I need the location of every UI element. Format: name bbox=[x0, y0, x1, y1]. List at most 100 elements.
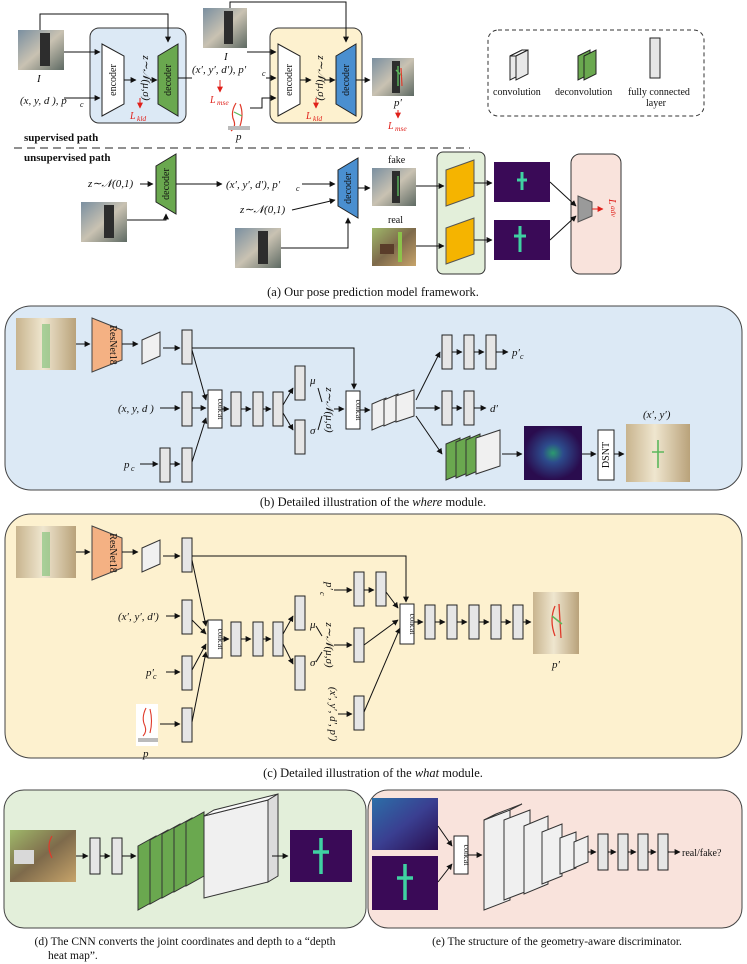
out-xyd-1-sub: c bbox=[262, 69, 266, 78]
where-out-pc: p′ bbox=[511, 347, 521, 359]
L-adv: L bbox=[606, 198, 617, 205]
input-image-2 bbox=[203, 8, 247, 48]
caption-d-line1: (d) The CNN converts the joint coordinat… bbox=[35, 936, 336, 948]
dsnt-label: DSNT bbox=[601, 442, 612, 468]
label-xyd-pc-sub: c bbox=[80, 100, 84, 109]
where-pc: p bbox=[123, 459, 130, 471]
label-p-prime: p′ bbox=[393, 97, 403, 109]
caption-b: (b) Detailed illustration of the where m… bbox=[260, 495, 486, 509]
fc-b-mu bbox=[294, 365, 306, 401]
fc-c-s3 bbox=[272, 621, 284, 657]
concat-c-1-label: concat bbox=[216, 629, 225, 651]
fc-c-pc bbox=[181, 655, 193, 691]
fc-c-pc-b bbox=[375, 571, 387, 607]
L-kld-2-sub: kld bbox=[313, 114, 322, 123]
L-mse-2: L bbox=[387, 121, 394, 132]
where-xyd: (x, y, d ) bbox=[118, 403, 154, 415]
L-kld-1: L bbox=[129, 111, 136, 122]
unsup-image-2 bbox=[235, 228, 281, 268]
what-out-p: p′ bbox=[551, 659, 561, 671]
concat-c-2 bbox=[399, 603, 415, 645]
fc-c-o5 bbox=[512, 604, 524, 640]
concat-b-1-label: concat bbox=[216, 399, 225, 421]
what-z: z∼𝒩(μ,σ) bbox=[323, 621, 335, 667]
panel-e: concat real/fake? (e) The structure of t… bbox=[367, 789, 743, 948]
resnet-c bbox=[91, 525, 123, 581]
fc-d-2 bbox=[111, 837, 123, 875]
what-in-pc: p′ bbox=[323, 581, 335, 591]
where-mu: μ bbox=[309, 375, 316, 387]
decoder-2 bbox=[335, 43, 357, 117]
gold-cnn-1 bbox=[445, 159, 475, 207]
fc-b-pc-1 bbox=[159, 447, 171, 483]
panel-b: ResNet18 (x, y, d ) p c concat μ σ z∼𝒩(μ… bbox=[4, 305, 743, 509]
where-heatmap bbox=[524, 426, 582, 480]
fc-b-s1 bbox=[230, 391, 242, 427]
fc-c-mu bbox=[294, 595, 306, 631]
fc-b-pc-out-3 bbox=[485, 334, 497, 370]
real-image bbox=[372, 228, 416, 266]
legend-convolution-label: convolution bbox=[493, 87, 541, 98]
where-pc-sub: c bbox=[131, 464, 135, 473]
conv-b-1 bbox=[141, 331, 161, 365]
fc-e-1 bbox=[597, 833, 609, 871]
caption-e: (e) The structure of the geometry-aware … bbox=[432, 936, 682, 948]
depth-heatmap-fake bbox=[494, 162, 550, 202]
legend-deconvolution-label: deconvolution bbox=[555, 87, 612, 98]
fc-c-z bbox=[353, 627, 365, 663]
panel-c: ResNet18 (x′, y′, d′) p′ c p concat bbox=[4, 513, 743, 780]
decoder-u1 bbox=[155, 153, 177, 215]
panel-c-bg bbox=[4, 513, 743, 759]
decoder-2-label: decoder bbox=[341, 64, 352, 96]
out-xyd-u-sub: c bbox=[296, 184, 300, 193]
legend-fc-swatch bbox=[649, 37, 661, 79]
discriminator-box bbox=[570, 153, 622, 275]
decoder-u1-label: decoder bbox=[161, 168, 172, 200]
fc-b-img bbox=[181, 329, 193, 365]
what-input-image bbox=[16, 526, 76, 578]
where-sigma: σ bbox=[310, 425, 316, 437]
what-pc: p′ bbox=[145, 667, 155, 679]
panel-d: (d) The CNN converts the joint coordinat… bbox=[3, 789, 367, 962]
depth-heatmap-d bbox=[290, 830, 352, 882]
input-image-top bbox=[18, 30, 64, 70]
where-out-pc-sub: c bbox=[520, 352, 524, 361]
resnet-b-label: ResNet18 bbox=[107, 325, 118, 364]
what-sigma: σ bbox=[310, 657, 316, 669]
what-xyd: (x′, y′, d′) bbox=[118, 611, 159, 623]
label-I: I bbox=[36, 73, 42, 85]
depth-heatmap-real bbox=[494, 220, 550, 260]
label-xyd-pc: (x, y, d ), p bbox=[20, 95, 67, 107]
legend-convolution-swatch bbox=[509, 49, 529, 81]
depth-map-e bbox=[372, 798, 438, 850]
z-prior-2: z∼𝒩(0,1) bbox=[239, 204, 285, 216]
decoder-u2 bbox=[337, 157, 359, 219]
fc-b-sigma bbox=[294, 419, 306, 455]
fc-c-o2 bbox=[446, 604, 458, 640]
dsnt-block bbox=[597, 429, 615, 481]
where-output-image bbox=[626, 424, 690, 482]
concat-b-2-label: concat bbox=[354, 400, 363, 422]
depth-heatmap-e bbox=[372, 856, 438, 910]
fc-c-o3 bbox=[468, 604, 480, 640]
encoder-2 bbox=[277, 43, 301, 117]
output-image-p-prime bbox=[372, 58, 414, 96]
z-dist-2: z∼𝒩(μ,σ) bbox=[315, 54, 327, 100]
where-out-xy: (x′, y′) bbox=[643, 409, 671, 421]
fc-b-xyd bbox=[181, 391, 193, 427]
what-pc-sub: c bbox=[153, 672, 157, 681]
depth-cnn-input-image bbox=[10, 830, 76, 882]
fc-e-2 bbox=[617, 833, 629, 871]
legend-fc-label: fully connected bbox=[628, 87, 690, 98]
where-z: z∼𝒩(μ,σ) bbox=[323, 386, 335, 432]
L-mse-2-sub: mse bbox=[395, 124, 407, 133]
fake-image bbox=[372, 168, 416, 206]
conv-stack-b bbox=[371, 389, 415, 431]
L-mse-1: L bbox=[209, 95, 216, 106]
caption-c: (c) Detailed illustration of the what mo… bbox=[263, 766, 483, 780]
unsup-image-1 bbox=[81, 202, 127, 242]
where-input-image bbox=[16, 318, 76, 370]
fc-b-s2 bbox=[252, 391, 264, 427]
caption-a: (a) Our pose prediction model framework. bbox=[267, 285, 479, 299]
